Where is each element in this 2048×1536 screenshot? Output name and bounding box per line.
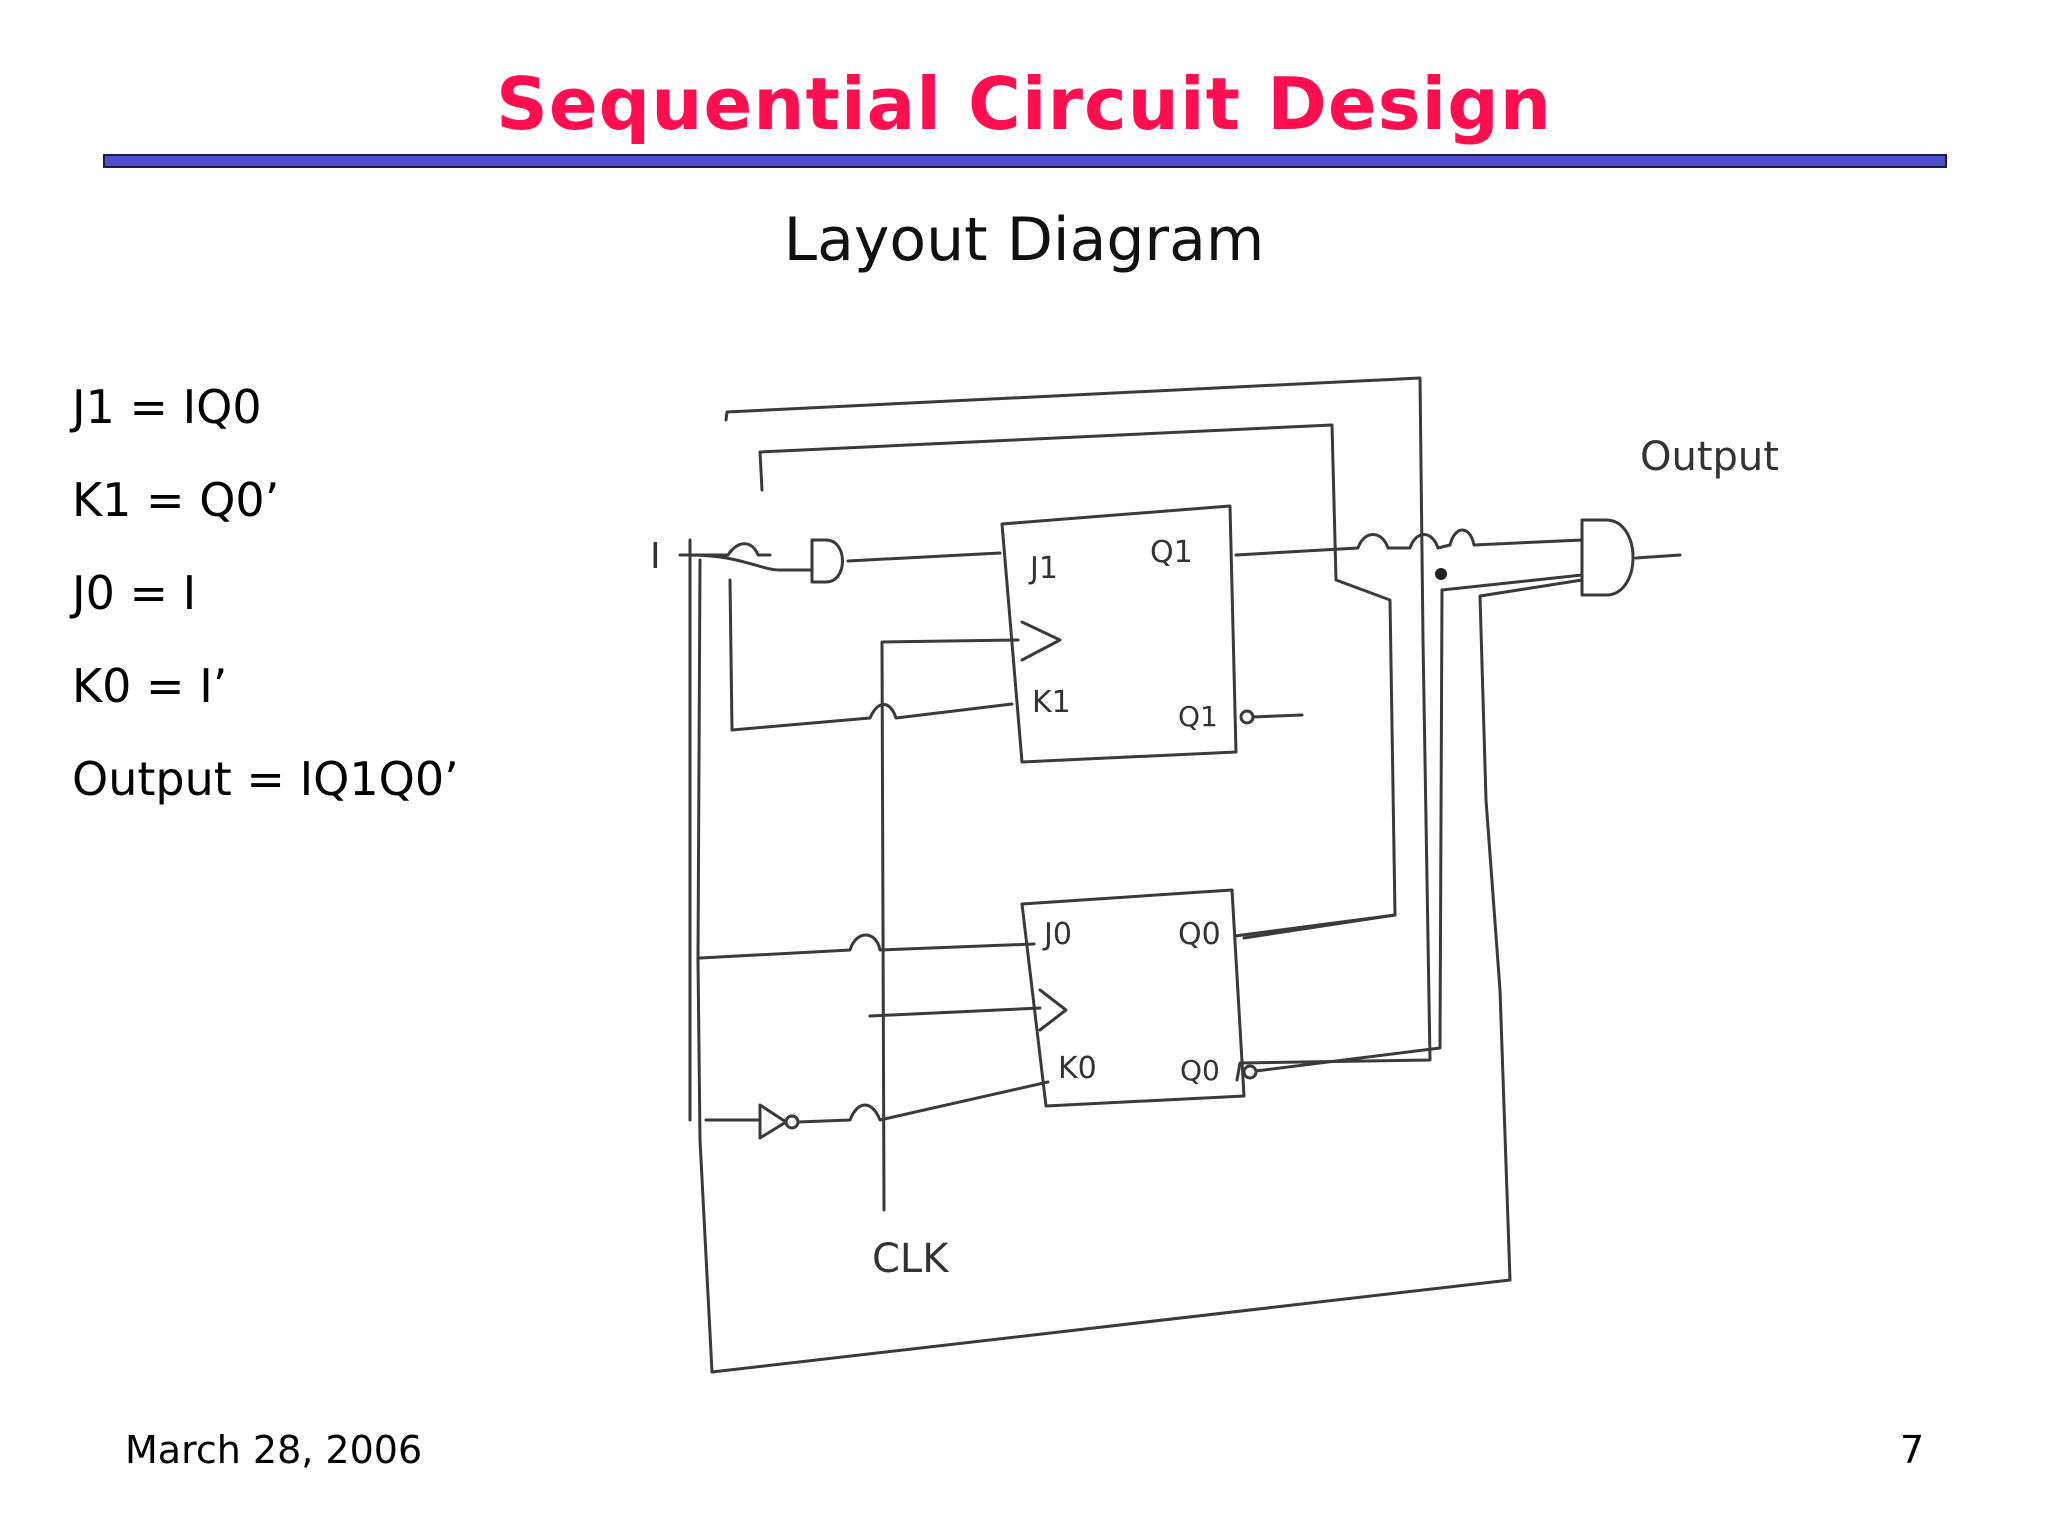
equation-list: J1 = IQ0 K1 = Q0’ J0 = I K0 = I’ Output … (72, 380, 459, 845)
wire-inv-out (796, 1080, 1050, 1124)
slide-subtitle: Layout Diagram (783, 205, 1265, 275)
wire-k1-feed (728, 578, 1014, 732)
inverter-k0 (758, 1103, 788, 1140)
output-label: Output (1640, 434, 1779, 480)
wire-i-to-and-j1 (688, 553, 814, 572)
wire-q0n-out (1254, 573, 1584, 1073)
ff0-q-label: Q0 (1178, 917, 1221, 952)
ff1-clock (1020, 620, 1062, 662)
inverter-bubble (784, 1114, 800, 1130)
and-gate-j1 (810, 538, 844, 584)
wire-top-inner (758, 423, 1397, 938)
wire-and-to-j1 (846, 551, 1002, 563)
page-number: 7 (1900, 1428, 1925, 1472)
ff1-qn-label: Q1 (1178, 700, 1218, 733)
slide-title: Sequential Circuit Design (495, 62, 1553, 146)
ff0-qn-bubble (1242, 1064, 1258, 1080)
ff0-qn-label: Q0 (1180, 1054, 1220, 1087)
wire-q0-out (1242, 913, 1397, 940)
and-gate-output (1580, 518, 1635, 597)
title-divider (103, 154, 1947, 168)
flip-flop-0 (1020, 888, 1246, 1108)
wire-q1n-out (1251, 713, 1304, 719)
wire-left-bus (696, 558, 1584, 1374)
equation-j0: J0 = I (72, 566, 197, 620)
ff0-k-label: K0 (1058, 1051, 1097, 1086)
wire-clk-ff0 (868, 1006, 1042, 1018)
clock-label: CLK (872, 1236, 950, 1282)
wire-output (1634, 553, 1682, 560)
wire-j0-feed (698, 933, 1036, 960)
wire-input (678, 538, 772, 1122)
ff0-clock (1038, 988, 1068, 1032)
flip-flop-1 (1000, 504, 1238, 764)
junction-dot (1435, 568, 1447, 580)
footer-date: March 28, 2006 (125, 1428, 423, 1472)
ff1-q-label: Q1 (1150, 535, 1193, 570)
equation-j1: J1 = IQ0 (72, 380, 262, 434)
wire-top-outer (724, 376, 1432, 1082)
wire-clock (880, 638, 1020, 1212)
wire-q1-out (1234, 528, 1584, 557)
ff1-k-label: K1 (1032, 685, 1071, 720)
input-label: I (650, 536, 661, 577)
equation-output: Output = IQ1Q0’ (72, 752, 459, 806)
equation-k0: K0 = I’ (72, 659, 228, 713)
equation-k1: K1 = Q0’ (72, 473, 280, 527)
ff1-qn-bubble (1239, 709, 1255, 725)
ff0-j-label: J0 (1042, 917, 1072, 952)
ff1-j-label: J1 (1028, 551, 1058, 586)
